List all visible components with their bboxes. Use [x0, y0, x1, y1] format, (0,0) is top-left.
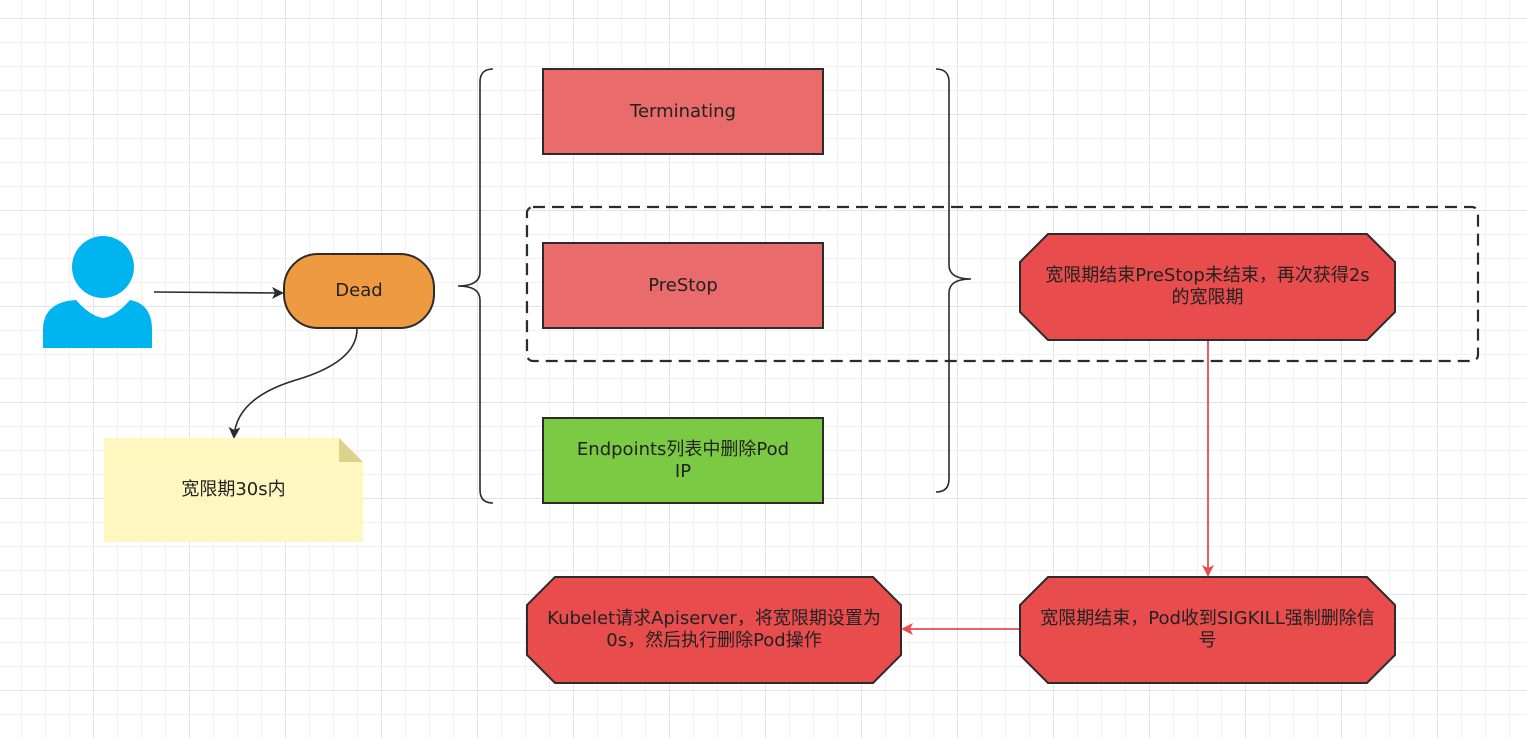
terminating-label[interactable]: Terminating: [543, 69, 823, 154]
terminating-text: Terminating: [630, 100, 736, 122]
endpoints-text: Endpoints列表中删除Pod IP: [576, 438, 790, 482]
user-icon: [43, 236, 152, 348]
kubelet-label[interactable]: Kubelet请求Apiserver，将宽限期设置为0s，然后执行删除Pod操作: [527, 577, 901, 683]
sigkill-octagon: [1019, 576, 1396, 684]
user-to-dead-arrow: [153, 286, 284, 299]
dead-text: Dead: [335, 280, 383, 301]
terminating-node-shape: [542, 68, 824, 155]
right-brace: [935, 68, 972, 493]
kubelet-text: Kubelet请求Apiserver，将宽限期设置为0s，然后执行删除Pod操作: [547, 608, 881, 651]
prestop-dashed-group: [525, 205, 1480, 363]
prestop-extended-text: 宽限期结束PreStop未结束，再次获得2s的宽限期: [1045, 265, 1370, 308]
prestop-label[interactable]: PreStop: [543, 243, 823, 328]
grace-note-label[interactable]: 宽限期30s内: [104, 438, 363, 542]
dead-node-shape: [283, 253, 435, 329]
dead-label[interactable]: Dead: [284, 254, 434, 328]
prestop-text: PreStop: [648, 274, 718, 296]
left-brace: [457, 68, 494, 504]
prestop-extended-label[interactable]: 宽限期结束PreStop未结束，再次获得2s的宽限期: [1020, 234, 1395, 340]
endpoints-label[interactable]: Endpoints列表中删除Pod IP: [543, 418, 823, 503]
prestop-extended-octagon: [1019, 233, 1396, 341]
kubelet-octagon: [526, 576, 902, 684]
endpoints-node-shape: [542, 417, 824, 504]
dead-to-note-arrow: [228, 328, 358, 439]
sigkill-text: 宽限期结束，Pod收到SIGKILL强制删除信号: [1040, 608, 1375, 651]
prestop-node-shape: [542, 242, 824, 329]
grace-note-shape: [104, 438, 363, 542]
sigkill-label[interactable]: 宽限期结束，Pod收到SIGKILL强制删除信号: [1020, 577, 1395, 683]
grace-note-text: 宽限期30s内: [181, 479, 286, 500]
